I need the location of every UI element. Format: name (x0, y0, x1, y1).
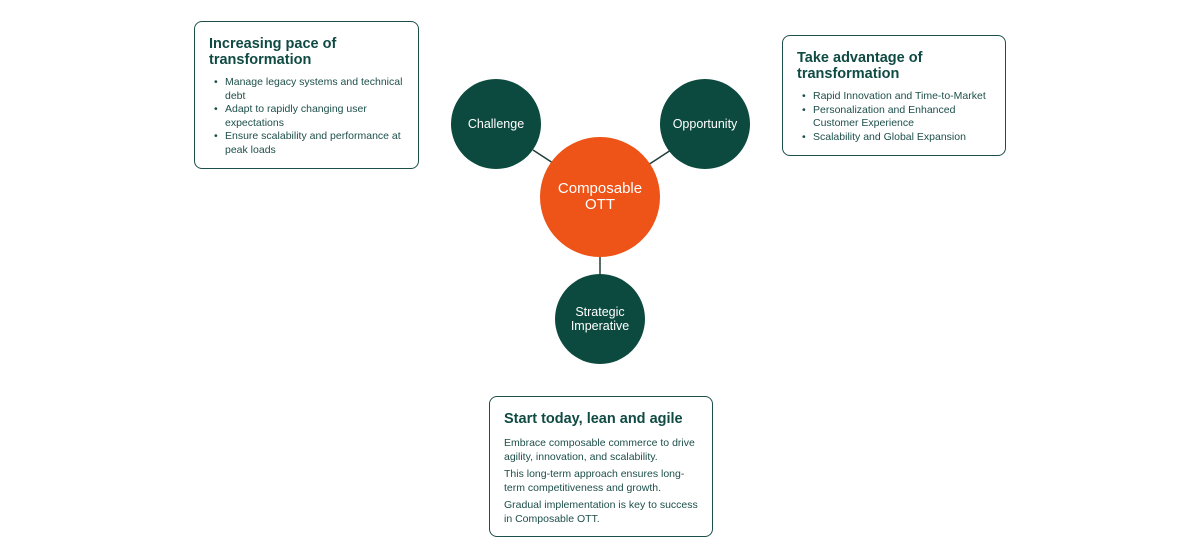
list-item: Rapid Innovation and Time-to-Market (802, 90, 991, 104)
imperative-card: Start today, lean and agile Embrace comp… (489, 396, 713, 537)
list-item: Ensure scalability and performance at pe… (214, 130, 404, 157)
node-challenge (451, 79, 541, 169)
opportunity-card-list: Rapid Innovation and Time-to-Market Pers… (797, 90, 991, 144)
node-center-label: Composable OTT (557, 180, 643, 213)
imperative-paragraph: Gradual implementation is key to success… (504, 499, 698, 525)
imperative-paragraph: Embrace composable commerce to drive agi… (504, 437, 695, 463)
node-imperative-label: Strategic Imperative (570, 305, 630, 333)
opportunity-card-title: Take advantage of transformation (797, 50, 923, 82)
list-item: Adapt to rapidly changing user expectati… (214, 103, 404, 130)
list-item: Personalization and Enhanced Customer Ex… (802, 104, 991, 131)
node-center (540, 137, 660, 257)
challenge-card-title: Increasing pace of transformation (209, 36, 337, 68)
list-item: Scalability and Global Expansion (802, 131, 991, 145)
imperative-card-title: Start today, lean and agile (504, 411, 683, 427)
imperative-paragraph: This long-term approach ensures long-ter… (504, 468, 685, 494)
node-challenge-label: Challenge (467, 117, 525, 131)
list-item: Manage legacy systems and technical debt (214, 76, 404, 103)
node-opportunity-label: Opportunity (672, 117, 738, 131)
opportunity-card: Take advantage of transformation Rapid I… (782, 35, 1006, 156)
node-opportunity (660, 79, 750, 169)
connector-opportunity (647, 149, 672, 166)
node-imperative (555, 274, 645, 364)
challenge-card-list: Manage legacy systems and technical debt… (209, 76, 404, 157)
challenge-card: Increasing pace of transformation Manage… (194, 21, 419, 169)
